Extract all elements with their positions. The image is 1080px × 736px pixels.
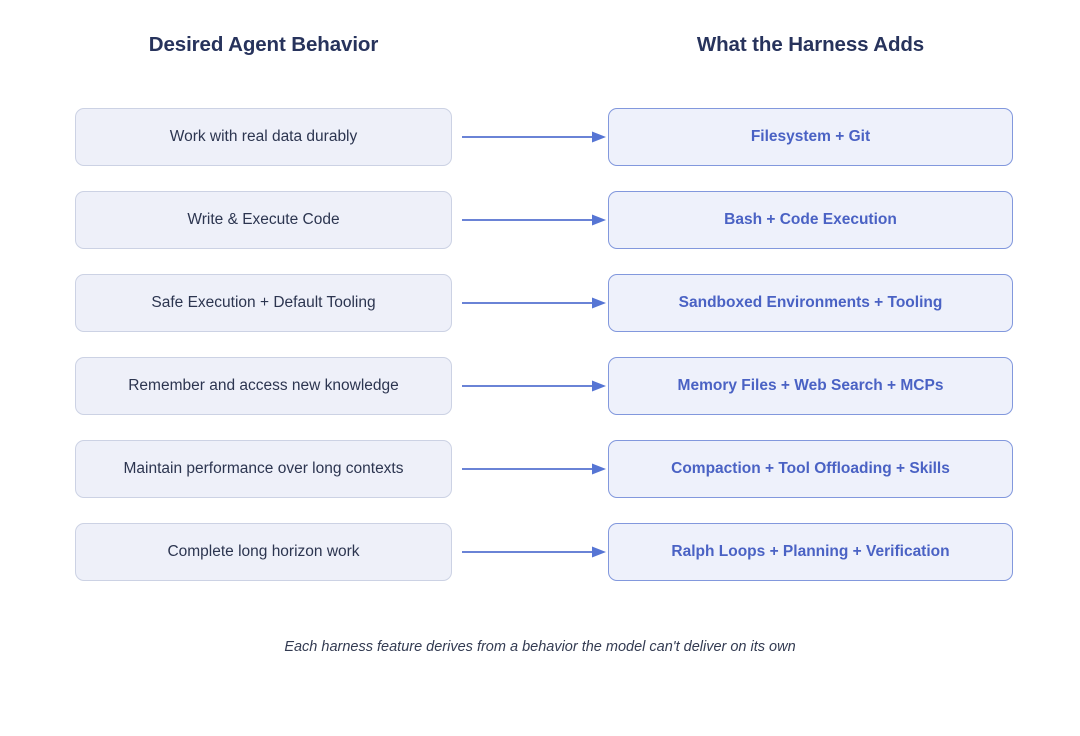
- diagram-caption: Each harness feature derives from a beha…: [284, 639, 796, 655]
- mapping-rows: Work with real data durably Filesystem +…: [0, 108, 1080, 606]
- behavior-box[interactable]: Safe Execution + Default Tooling: [75, 274, 452, 332]
- column-header-desired-agent-behavior: Desired Agent Behavior: [148, 33, 379, 56]
- harness-box[interactable]: Bash + Code Execution: [608, 191, 1013, 249]
- arrow-icon: [462, 296, 608, 310]
- column-headers: Desired Agent Behavior What the Harness …: [0, 33, 1080, 67]
- arrow-icon: [462, 213, 608, 227]
- behavior-box[interactable]: Remember and access new knowledge: [75, 357, 452, 415]
- mapping-row: Safe Execution + Default Tooling Sandbox…: [0, 274, 1080, 332]
- behavior-box[interactable]: Maintain performance over long contexts: [75, 440, 452, 498]
- behavior-box[interactable]: Work with real data durably: [75, 108, 452, 166]
- mapping-row: Complete long horizon work Ralph Loops +…: [0, 523, 1080, 581]
- arrow-icon: [462, 462, 608, 476]
- behavior-box[interactable]: Write & Execute Code: [75, 191, 452, 249]
- arrow-icon: [462, 379, 608, 393]
- harness-box[interactable]: Sandboxed Environments + Tooling: [608, 274, 1013, 332]
- mapping-row: Remember and access new knowledge Memory…: [0, 357, 1080, 415]
- behavior-box[interactable]: Complete long horizon work: [75, 523, 452, 581]
- mapping-row: Write & Execute Code Bash + Code Executi…: [0, 191, 1080, 249]
- harness-box[interactable]: Ralph Loops + Planning + Verification: [608, 523, 1013, 581]
- column-header-what-the-harness-adds: What the Harness Adds: [696, 33, 925, 56]
- harness-box[interactable]: Compaction + Tool Offloading + Skills: [608, 440, 1013, 498]
- arrow-icon: [462, 130, 608, 144]
- harness-box[interactable]: Memory Files + Web Search + MCPs: [608, 357, 1013, 415]
- arrow-icon: [462, 545, 608, 559]
- harness-box[interactable]: Filesystem + Git: [608, 108, 1013, 166]
- mapping-row: Maintain performance over long contexts …: [0, 440, 1080, 498]
- mapping-row: Work with real data durably Filesystem +…: [0, 108, 1080, 166]
